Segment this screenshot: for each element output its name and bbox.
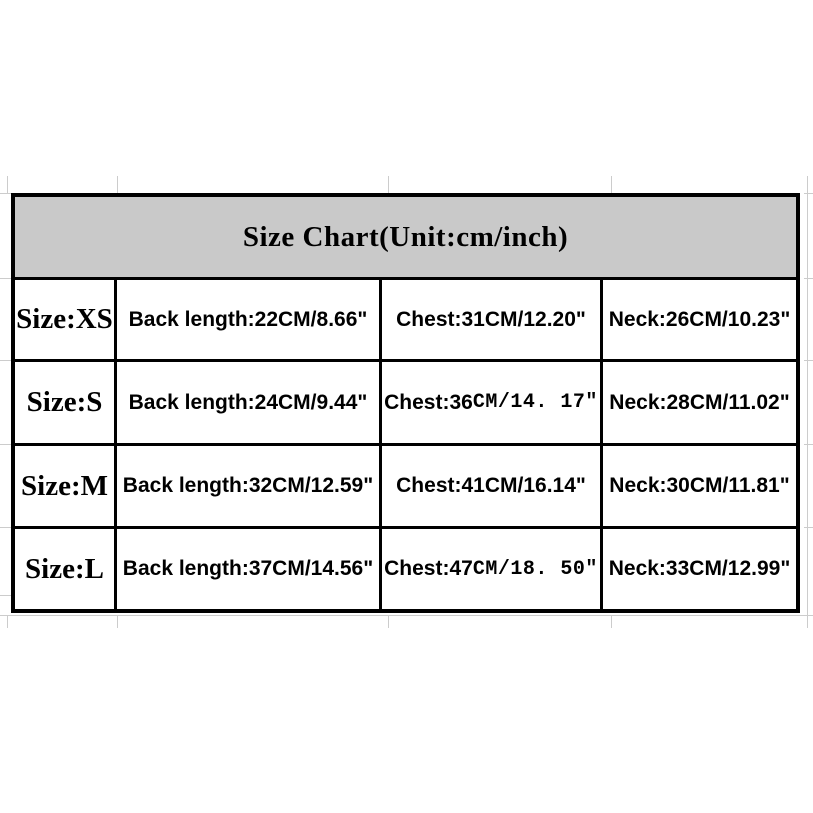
chest-value-mono: CM/18. 50″ [472, 557, 598, 581]
chest-cell-m: Chest:41CM/16.14" [382, 446, 600, 526]
chest-value-sans: Chest:41CM/16.14" [396, 474, 586, 497]
size-chart-table: Size Chart(Unit:cm/inch) Size:XS Back le… [11, 193, 800, 613]
spreadsheet-gridline [611, 615, 612, 628]
size-cell-s: Size:S [15, 362, 114, 443]
spreadsheet-gridline [804, 278, 813, 279]
size-cell-l: Size:L [15, 529, 114, 609]
back-length-cell-xs: Back length:22CM/8.66" [117, 280, 379, 359]
neck-cell-l: Neck:33CM/12.99" [603, 529, 796, 609]
spreadsheet-gridline [804, 193, 813, 194]
chest-value-sans: Chest:36 [384, 390, 473, 414]
spreadsheet-gridline [117, 176, 118, 193]
chest-value-mono: CM/14. 17″ [472, 391, 598, 414]
spreadsheet-gridline [0, 193, 11, 194]
spreadsheet-gridline [0, 527, 11, 528]
chest-cell-xs: Chest:31CM/12.20" [382, 280, 600, 359]
back-length-cell-l: Back length:37CM/14.56" [117, 529, 379, 609]
back-length-cell-s: Back length:24CM/9.44" [117, 362, 379, 443]
spreadsheet-gridline [0, 360, 11, 361]
chest-value-sans: Chest:47 [384, 557, 473, 580]
back-length-cell-m: Back length:32CM/12.59" [117, 446, 379, 526]
spreadsheet-gridline [388, 615, 389, 628]
table-title: Size Chart(Unit:cm/inch) [15, 197, 796, 277]
chest-value-sans: Chest:31CM/12.20" [396, 307, 586, 331]
spreadsheet-gridline [0, 615, 813, 616]
spreadsheet-gridline [7, 176, 8, 193]
spreadsheet-gridline [804, 527, 813, 528]
spreadsheet-gridline [611, 176, 612, 193]
spreadsheet-gridline [804, 360, 813, 361]
spreadsheet-gridline [0, 595, 11, 596]
neck-cell-xs: Neck:26CM/10.23" [603, 280, 796, 359]
size-cell-xs: Size:XS [15, 280, 114, 359]
spreadsheet-gridline [388, 176, 389, 193]
size-cell-m: Size:M [15, 446, 114, 526]
spreadsheet-gridline [117, 615, 118, 628]
neck-cell-s: Neck:28CM/11.02" [603, 362, 796, 443]
neck-cell-m: Neck:30CM/11.81" [603, 446, 796, 526]
spreadsheet-gridline [0, 444, 11, 445]
spreadsheet-gridline [0, 278, 11, 279]
spreadsheet-gridline [807, 176, 808, 628]
spreadsheet-gridline [804, 444, 813, 445]
spreadsheet-gridline [7, 615, 8, 628]
